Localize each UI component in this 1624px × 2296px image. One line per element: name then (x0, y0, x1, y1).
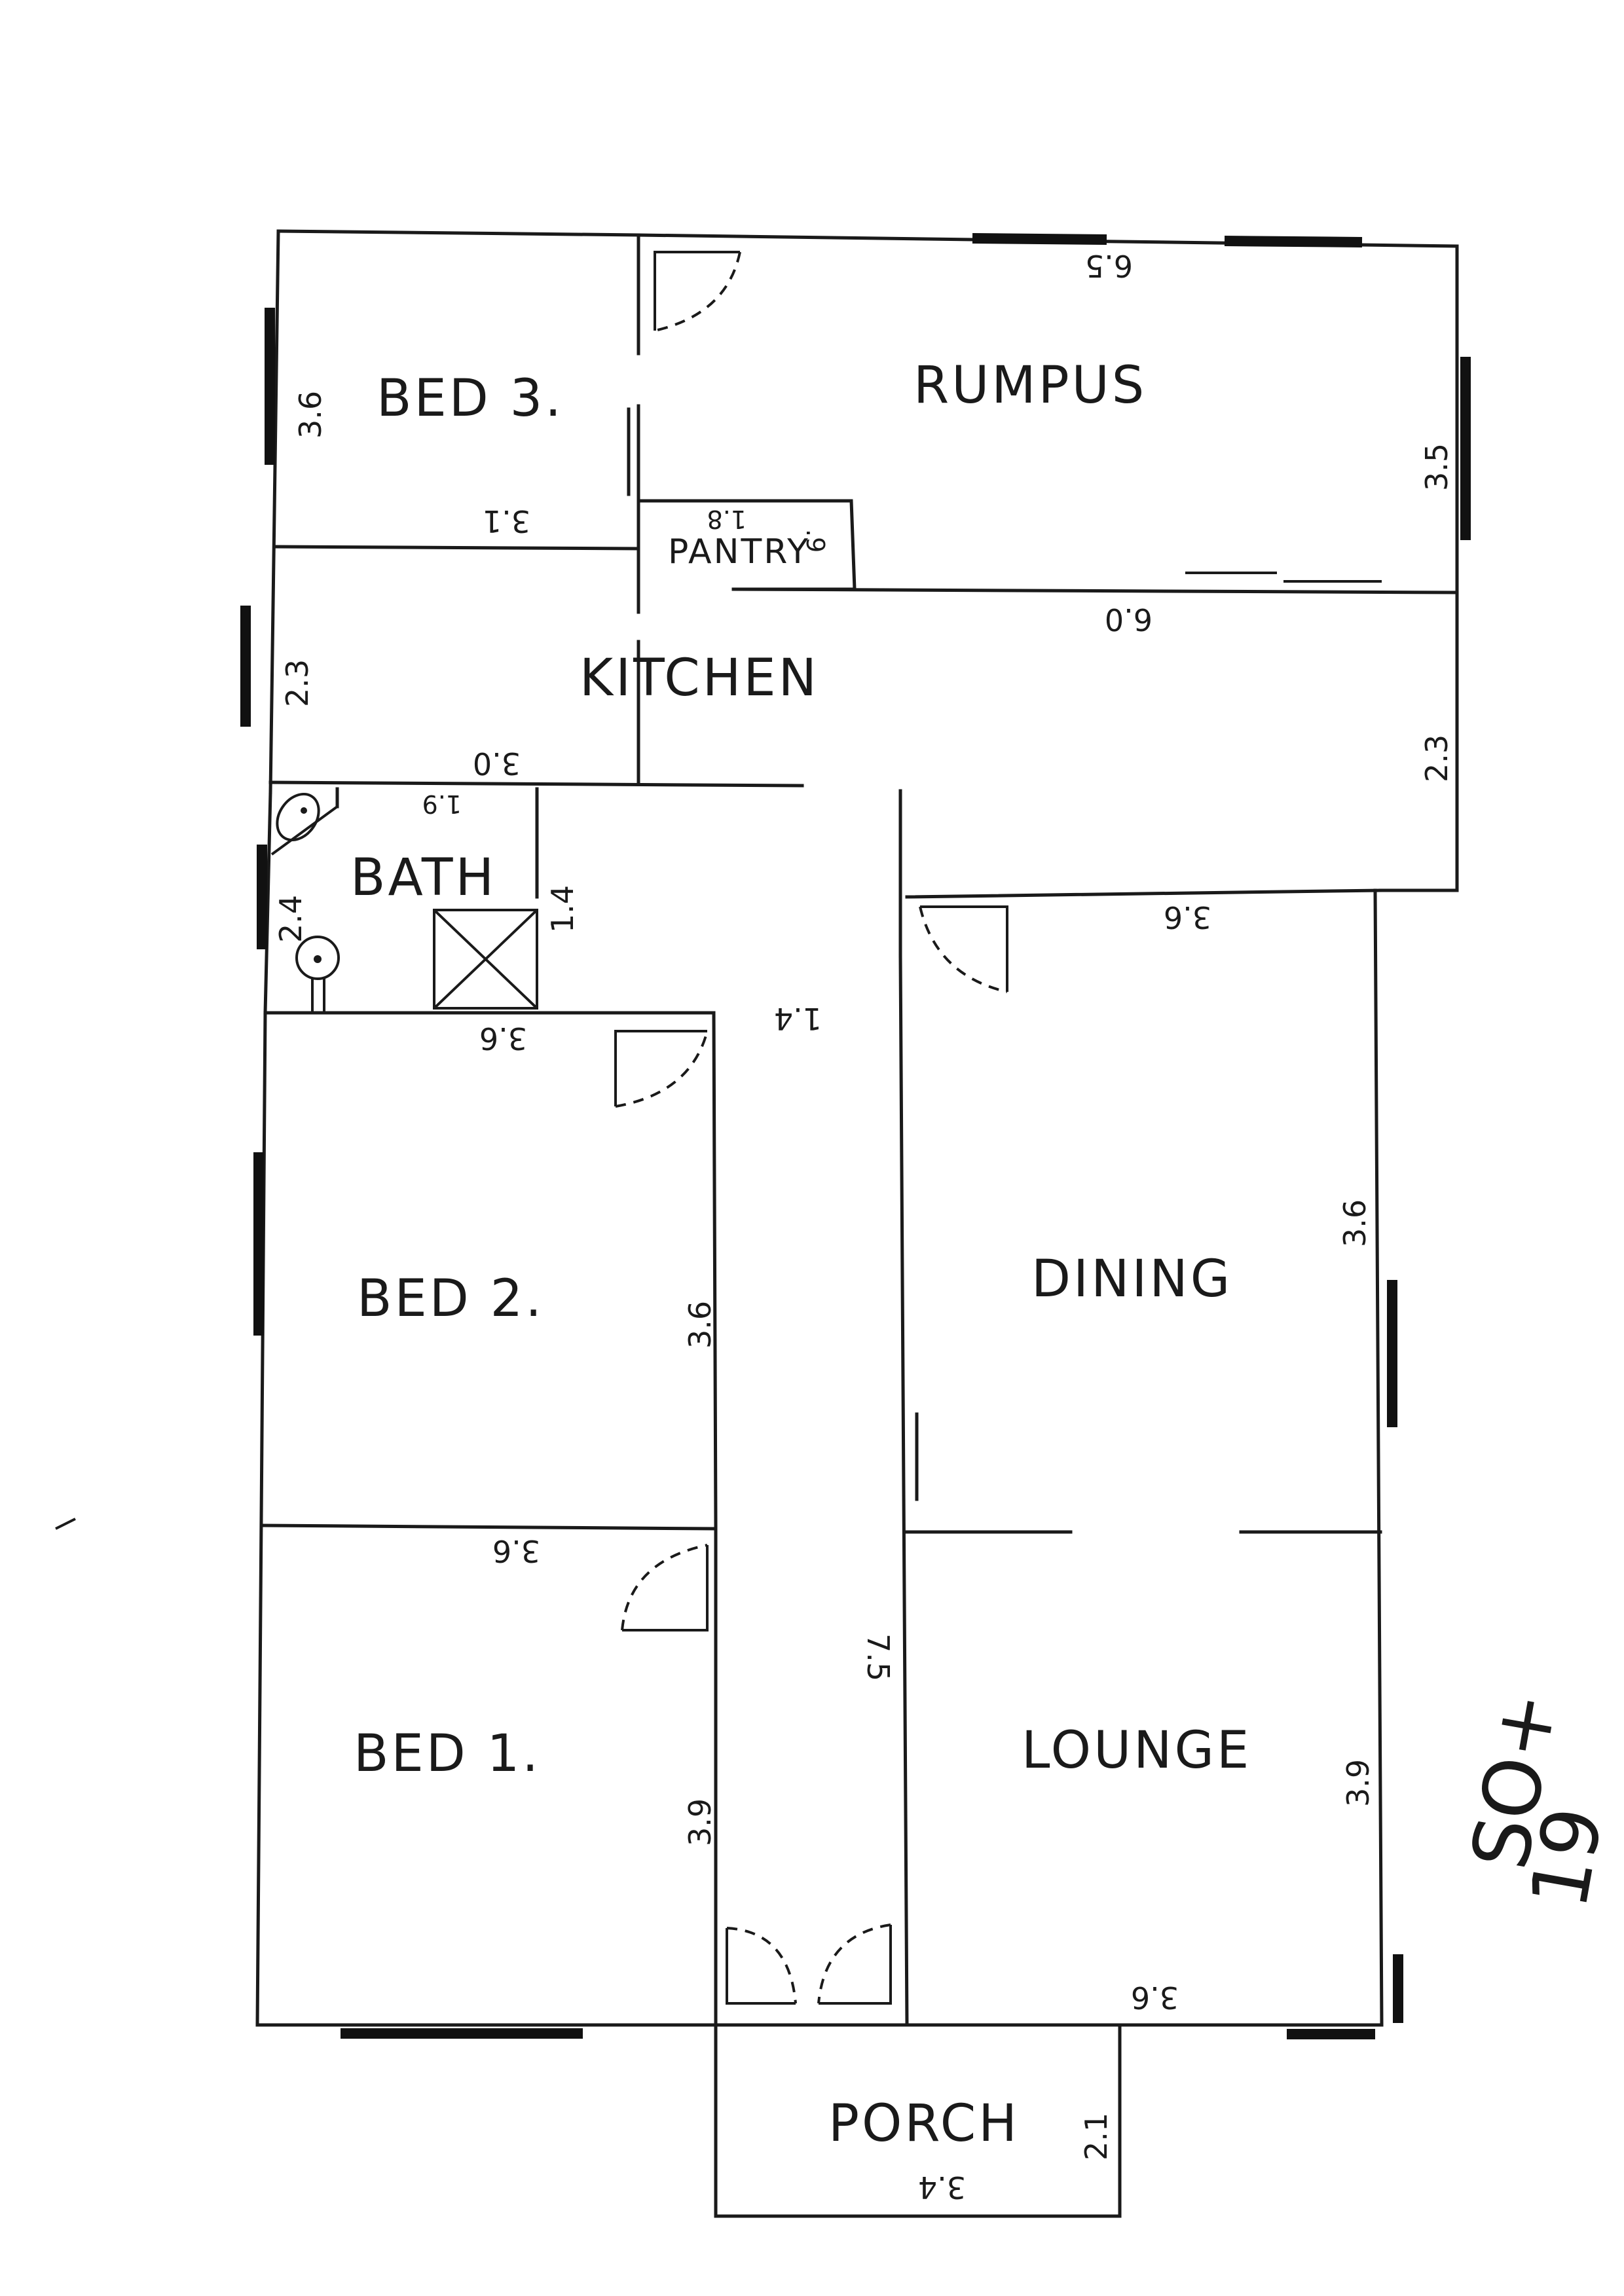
room-label-pantry: PANTRY (668, 532, 810, 572)
door-front-left-swing (726, 1927, 797, 2004)
dim-bed3-height: 3.6 (293, 391, 328, 439)
window-rumpus-top-1 (972, 233, 1107, 245)
door-bed1 (622, 1545, 709, 1631)
fixtures (270, 792, 538, 1011)
doors (614, 251, 1008, 2005)
wall-bed3-bottom (273, 545, 640, 551)
wall-porch (714, 2023, 1122, 2218)
door-bed1-swing (621, 1544, 708, 1631)
dim-bath-width: 1.9 (422, 790, 462, 818)
dim-bed3-width: 3.1 (483, 503, 530, 539)
dim-hall-width: 1.4 (774, 1001, 822, 1036)
wall-bed2-right (712, 1011, 718, 1527)
dimensions: 3.6 2.3 2.4 1.4 3.6 3.9 2.3 3.5 3.6 3.9 … (273, 248, 1454, 2205)
door-bed2-swing (615, 1030, 709, 1108)
dim-pantry-width: 1.8 (707, 505, 747, 534)
room-label-bed3: BED 3. (377, 369, 564, 428)
dim-dining-height: 3.6 (1337, 1199, 1373, 1247)
wall-kitchen-bottom (268, 780, 804, 788)
room-label-rumpus: RUMPUS (913, 356, 1147, 415)
dim-lounge-height: 3.9 (1340, 1759, 1376, 1807)
dim-bed1-width: 3.6 (492, 1533, 540, 1569)
dim-hall-length: 7.5 (860, 1633, 896, 1681)
door-dining-swing (919, 906, 1008, 993)
dim-kitchen-wall: 6.0 (1105, 602, 1153, 637)
bath-closet-cross-2 (433, 909, 538, 1010)
dim-bath-closet: 1.4 (545, 885, 580, 933)
door-bed2 (614, 1030, 707, 1106)
bath-closet-box (433, 909, 538, 1010)
door-front-left (726, 1928, 796, 2005)
dim-kitchen-left-height: 2.3 (280, 659, 315, 707)
bath-sink-drain (301, 807, 307, 814)
stray-mark (55, 1518, 76, 1530)
wall-top-left (276, 229, 640, 237)
walls (255, 229, 1459, 2218)
dim-rumpus-height: 3.5 (1419, 443, 1454, 491)
room-label-bed2: BED 2. (357, 1269, 544, 1328)
wall-west-bath (263, 790, 272, 1015)
annotation-line-2: 19 (1514, 1801, 1621, 1916)
wall-dining-top (905, 888, 1382, 899)
window-rumpus-top-2 (1224, 236, 1363, 247)
bath-sink-icon (276, 792, 320, 842)
dim-pantry-height: .9 (801, 529, 830, 553)
dim-rumpus-width: 6.5 (1085, 248, 1133, 283)
dim-bed2-width: 3.6 (479, 1021, 527, 1056)
room-label-kitchen: KITCHEN (580, 649, 819, 708)
dim-porch-height: 2.1 (1079, 2113, 1114, 2160)
door-rumpus-swing (654, 251, 741, 332)
wall-dining-left (898, 954, 909, 2027)
room-labels: BED 3. RUMPUS PANTRY KITCHEN BATH BED 2.… (350, 356, 1251, 2153)
door-rumpus (654, 251, 740, 331)
handwritten-annotation: SO+ 19 (1455, 1685, 1621, 1915)
room-label-bath: BATH (350, 848, 496, 907)
room-label-lounge: LOUNGE (1022, 1721, 1251, 1780)
door-front-right-swing (817, 1923, 891, 2004)
dim-bed2-height: 3.6 (682, 1301, 718, 1349)
toilet-icon (295, 936, 340, 980)
wall-rumpus-bottom (731, 587, 1459, 594)
dim-porch-width: 3.4 (918, 2170, 966, 2205)
dim-kitchen-right-height: 2.3 (1419, 735, 1454, 782)
windows (240, 233, 1471, 2039)
toilet-drain (314, 955, 322, 963)
door-front-right (819, 1925, 892, 2005)
dim-kitchen-width: 3.0 (473, 746, 521, 781)
wall-west-upper (268, 229, 280, 794)
bath-sink-counter (270, 805, 339, 856)
wall-east (1373, 888, 1384, 2027)
room-label-dining: DINING (1031, 1250, 1232, 1309)
room-label-bed1: BED 1. (354, 1724, 541, 1783)
room-label-porch: PORCH (828, 2094, 1020, 2153)
wall-bed2-bottom (260, 1523, 718, 1531)
door-dining (920, 905, 1008, 992)
dim-bed1-height: 3.9 (682, 1798, 718, 1846)
dim-lounge-width: 3.6 (1131, 1980, 1179, 2015)
dim-bath-height: 2.4 (273, 895, 308, 943)
dim-dining-width: 3.6 (1164, 900, 1211, 935)
